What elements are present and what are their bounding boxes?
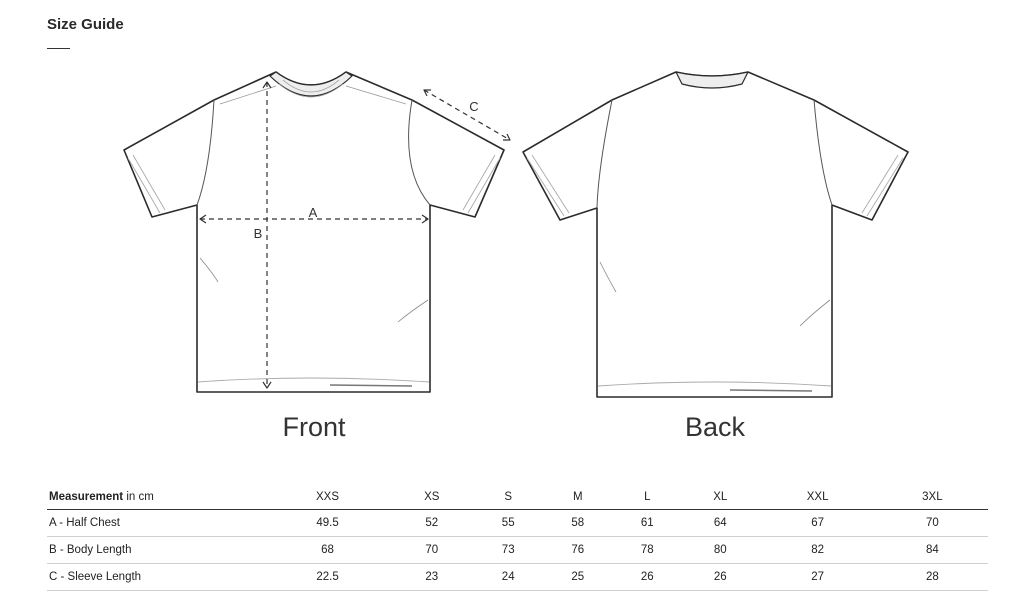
table-cell: 22.5 xyxy=(316,571,339,583)
back-label: Back xyxy=(684,412,746,442)
tshirt-illustration: A B C xyxy=(123,71,909,398)
size-table: Measurement in cm XXS XS S M L XL XXL 3X… xyxy=(47,484,988,591)
table-cell: 76 xyxy=(571,544,585,556)
size-header: XXS xyxy=(316,490,340,503)
dim-b-label: B xyxy=(254,226,263,241)
table-cell: 27 xyxy=(811,571,825,583)
table-cell: 55 xyxy=(501,517,515,529)
table-cell: 70 xyxy=(925,517,939,529)
size-header: XXL xyxy=(806,490,829,503)
table-cell: 64 xyxy=(713,517,727,529)
table-cell: 84 xyxy=(925,544,939,556)
size-header: XS xyxy=(424,490,440,503)
table-cell: 28 xyxy=(925,571,939,583)
table-cell: 26 xyxy=(640,571,654,583)
table-row: A - Half Chest 49.5 52 55 58 61 64 67 70 xyxy=(47,510,988,537)
table-cell: 52 xyxy=(425,517,439,529)
table-cell: 73 xyxy=(501,544,515,556)
table-cell: 78 xyxy=(640,544,654,556)
row-label: A - Half Chest xyxy=(49,517,120,529)
dim-c-label: C xyxy=(469,99,478,114)
table-cell: 70 xyxy=(425,544,439,556)
size-table-header: Measurement in cm XXS XS S M L XL XXL 3X… xyxy=(47,484,988,510)
table-cell: 23 xyxy=(425,571,439,583)
row-label: C - Sleeve Length xyxy=(49,571,142,583)
unit-label: in cm xyxy=(123,490,154,503)
page-title: Size Guide xyxy=(47,16,124,33)
title-divider xyxy=(47,48,70,49)
table-cell: 24 xyxy=(501,571,515,583)
size-header: L xyxy=(644,490,651,503)
table-cell: 80 xyxy=(713,544,727,556)
front-tshirt-drawing: A B C xyxy=(123,71,511,393)
size-header: M xyxy=(572,490,583,503)
measurement-header: Measurement in cm xyxy=(47,484,265,510)
row-label: B - Body Length xyxy=(49,544,132,556)
back-tshirt-drawing xyxy=(522,71,909,398)
dim-a-label: A xyxy=(309,205,318,220)
front-label: Front xyxy=(282,412,346,442)
table-cell: 82 xyxy=(811,544,825,556)
table-cell: 25 xyxy=(571,571,585,583)
table-row: B - Body Length 68 70 73 76 78 80 82 84 xyxy=(47,537,988,564)
table-row: C - Sleeve Length 22.5 23 24 25 26 26 27… xyxy=(47,564,988,591)
size-header: S xyxy=(504,490,513,503)
table-cell: 67 xyxy=(811,517,825,529)
table-cell: 68 xyxy=(321,544,334,556)
table-cell: 49.5 xyxy=(316,517,339,529)
table-cell: 58 xyxy=(571,517,585,529)
size-header: 3XL xyxy=(922,490,943,503)
size-header: XL xyxy=(713,490,728,503)
table-cell: 26 xyxy=(713,571,727,583)
table-cell: 61 xyxy=(640,517,654,529)
measurement-label: Measurement xyxy=(49,490,124,503)
